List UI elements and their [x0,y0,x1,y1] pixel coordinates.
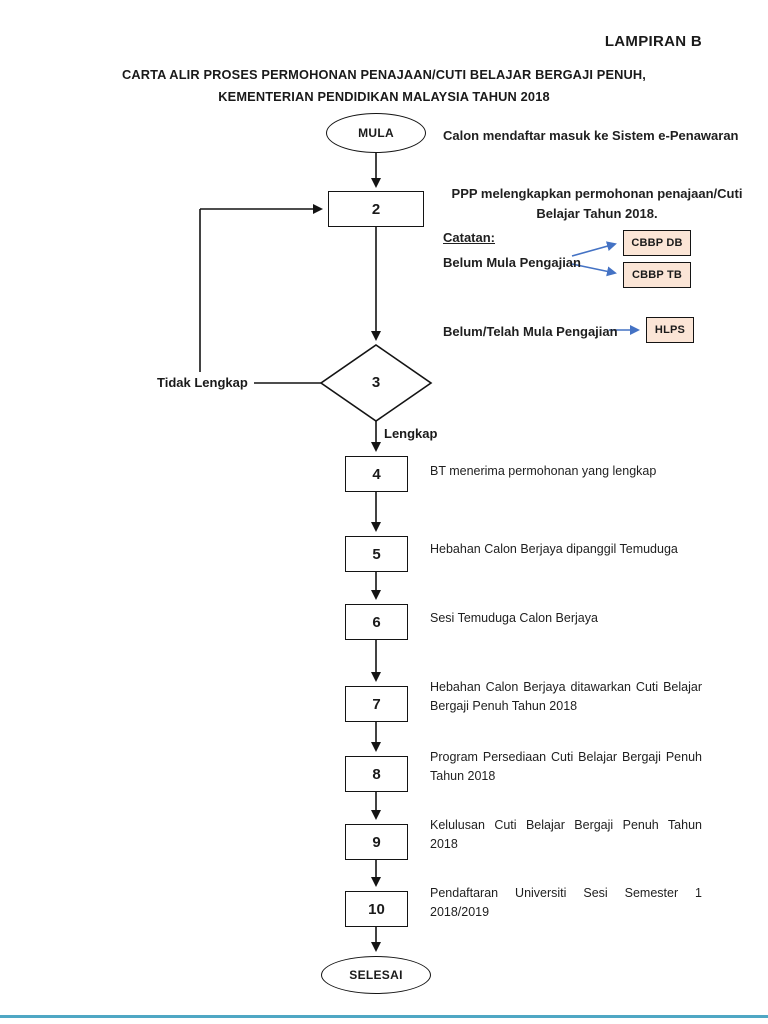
flow-node-step6: 6 [345,604,408,640]
note-step9: Kelulusan Cuti Belajar Bergaji Penuh Tah… [430,818,702,851]
note-step2: PPP melengkapkan permohonan penajaan/Cut… [451,186,743,221]
flow-node-step8: 8 [345,756,408,792]
note-step5: Hebahan Calon Berjaya dipanggil Temuduga [430,542,678,556]
flow-node-start-label: MULA [358,126,394,140]
flow-node-step3-label: 3 [371,374,381,391]
tag-cbbp-tb: CBBP TB [623,262,691,288]
page-title-line-2: KEMENTERIAN PENDIDIKAN MALAYSIA TAHUN 20… [218,89,550,104]
flow-node-step10-label: 10 [368,900,385,918]
flow-node-step7-label: 7 [372,695,381,713]
catatan-heading: Catatan: [443,230,496,245]
page-title-line-1: CARTA ALIR PROSES PERMOHONAN PENAJAAN/CU… [121,67,647,82]
note-belum-mula: Belum Mula Pengajian [443,255,581,270]
branch-label-lengkap: Lengkap [384,426,438,441]
arrow-to-cbbp-db [571,241,617,257]
flow-node-step5-label: 5 [372,545,381,563]
tag-hlps: HLPS [646,317,694,343]
flow-node-step4-label: 4 [372,465,381,483]
arrow-to-cbbp-tb [571,263,617,277]
flow-node-step2-label: 2 [371,200,381,218]
note-step10: Pendaftaran Universiti Sesi Semester 1 2… [430,886,702,919]
note-step8: Program Persediaan Cuti Belajar Bergaji … [430,750,702,783]
flow-node-step5: 5 [345,536,408,572]
flow-node-step10: 10 [345,891,408,927]
flow-node-step2: 2 [328,191,424,227]
flow-node-step7: 7 [345,686,408,722]
flow-node-start: MULA [326,113,426,153]
note-start: Calon mendaftar masuk ke Sistem e-Penawa… [443,128,739,143]
tag-cbbp-db: CBBP DB [623,230,691,256]
flow-node-step9: 9 [345,824,408,860]
flow-node-end: SELESAI [321,956,431,994]
note-belum-telah-mula: Belum/Telah Mula Pengajian [443,324,618,339]
bottom-divider [0,1015,768,1018]
note-step4: BT menerima permohonan yang lengkap [430,464,657,478]
tag-hlps-label: HLPS [654,324,686,336]
flow-node-end-label: SELESAI [349,968,403,982]
branch-label-tidak-lengkap: Tidak Lengkap [157,375,248,390]
decision-diamond-step3 [319,344,433,422]
flow-node-step4: 4 [345,456,408,492]
lampiran-label: LAMPIRAN B [604,33,702,50]
page-title: CARTA ALIR PROSES PERMOHONAN PENAJAAN/CU… [34,64,734,108]
note-step6: Sesi Temuduga Calon Berjaya [430,611,598,625]
tag-cbbp-tb-label: CBBP TB [631,269,683,281]
flow-node-step6-label: 6 [372,613,381,631]
flow-node-step8-label: 8 [372,765,381,783]
flow-node-step9-label: 9 [372,833,381,851]
tag-cbbp-db-label: CBBP DB [631,237,683,249]
note-step7: Hebahan Calon Berjaya ditawarkan Cuti Be… [430,680,702,713]
